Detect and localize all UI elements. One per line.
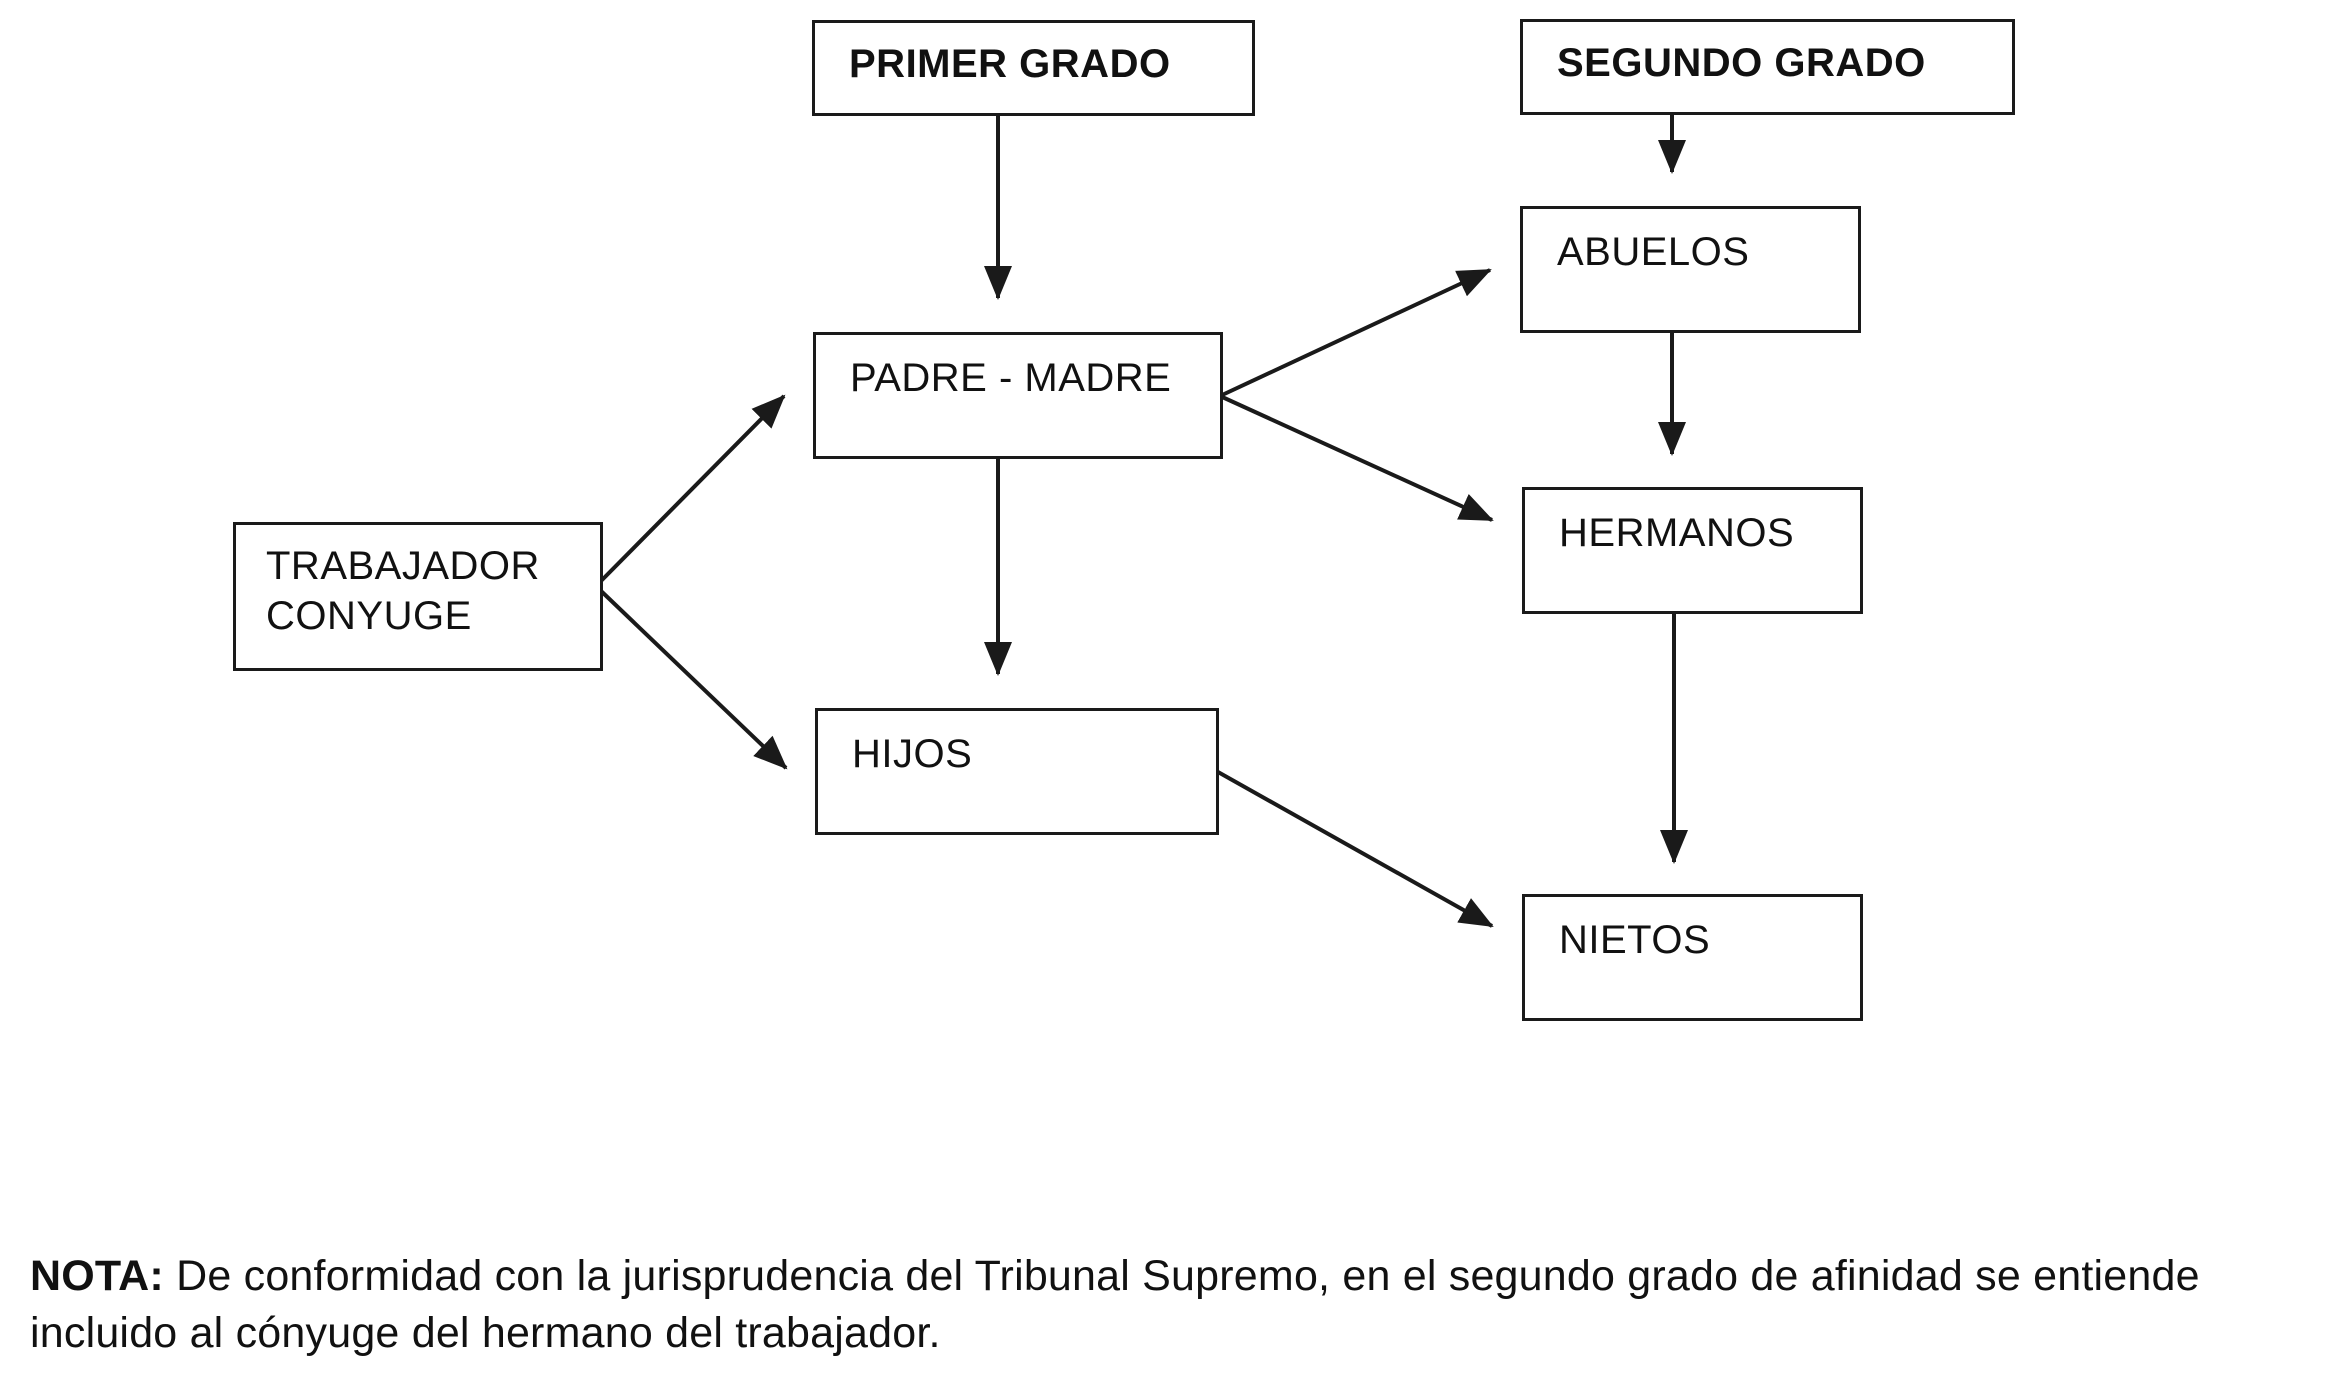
arrow-hijos-to-nietos [1217, 770, 1494, 928]
node-hermanos: HERMANOS [1522, 487, 1863, 614]
node-abuelos: ABUELOS [1520, 206, 1861, 333]
node-hijos: HIJOS [815, 708, 1219, 835]
node-padre-madre: PADRE - MADRE [813, 332, 1223, 459]
footnote-text: De conformidad con la jurisprudencia del… [30, 1252, 2200, 1357]
arrow-trabajador-to-hijos [598, 588, 788, 770]
node-nietos: NIETOS [1522, 894, 1863, 1021]
node-primer-grado: PRIMER GRADO [812, 20, 1255, 116]
node-segundo-grado: SEGUNDO GRADO [1520, 19, 2015, 115]
footnote: NOTA: De conformidad con la jurisprudenc… [30, 1248, 2340, 1362]
footnote-label: NOTA: [30, 1252, 164, 1300]
node-trabajador-conyuge: TRABAJADOR CONYUGE [233, 522, 603, 671]
arrow-padre-madre-to-hermanos [1219, 394, 1494, 522]
arrow-padre-madre-to-abuelos [1219, 268, 1492, 398]
arrow-trabajador-to-padre-madre [598, 394, 786, 584]
